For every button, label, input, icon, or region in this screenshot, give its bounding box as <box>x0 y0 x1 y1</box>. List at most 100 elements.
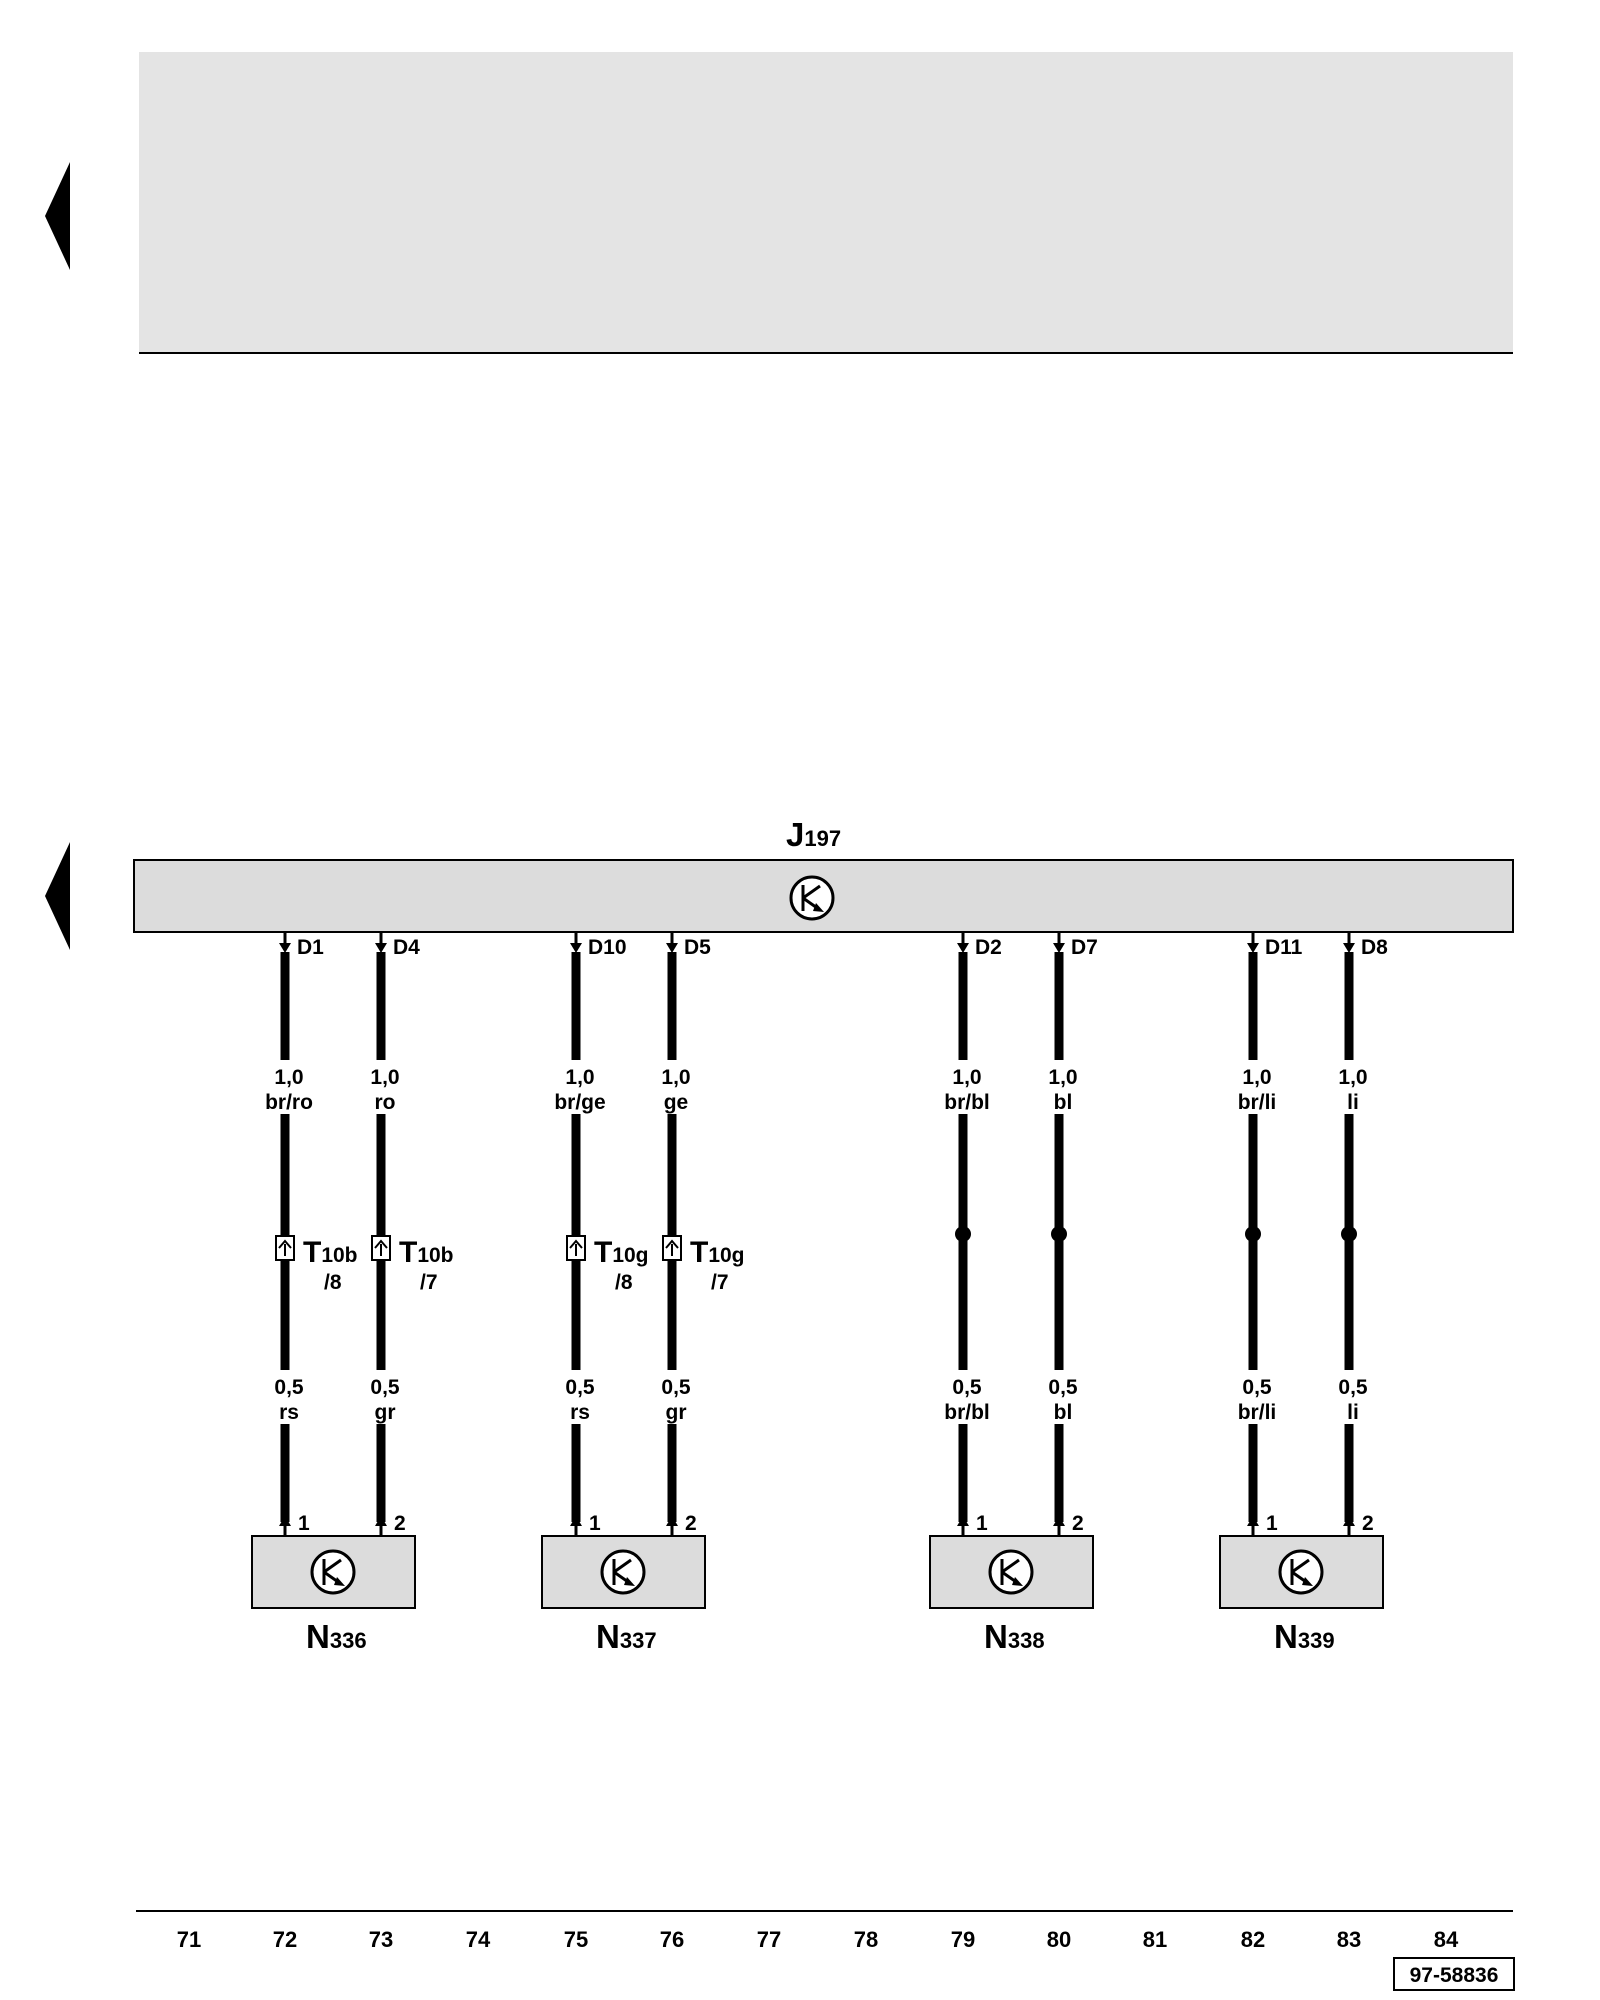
wire-color: br/ro <box>265 1091 313 1114</box>
component-n338: N338 <box>929 1535 1094 1655</box>
track-number: 72 <box>273 1927 297 1952</box>
pin-arrow-icon <box>666 933 678 953</box>
track-number: 75 <box>564 1927 588 1952</box>
wire-color: br/bl <box>944 1401 990 1424</box>
component-n339: N339 <box>1219 1535 1384 1655</box>
electronic-symbol-icon <box>789 875 835 921</box>
wire-size: 1,0 <box>370 1066 399 1089</box>
reference-number: 97-58836 <box>1393 1957 1515 1991</box>
pin-arrow-up-icon <box>570 1516 582 1535</box>
connector-pin-label: /7 <box>711 1271 729 1294</box>
pin-arrow-up-icon <box>1247 1516 1259 1535</box>
wire-size: 0,5 <box>274 1376 304 1399</box>
connector-t10g-8: T10g /8 <box>566 1235 649 1294</box>
control-unit-j197: J197 <box>133 816 1514 933</box>
pin-arrow-icon <box>1247 933 1259 953</box>
track-number: 80 <box>1047 1927 1071 1952</box>
pin-arrow-icon <box>957 933 969 953</box>
pin-arrow-icon <box>570 933 582 953</box>
electronic-symbol-icon <box>988 1549 1034 1595</box>
connector-pin-label: /8 <box>324 1271 342 1294</box>
track-number: 77 <box>757 1927 781 1952</box>
connector-pin-icon <box>566 1235 586 1261</box>
pin-arrow-up-icon <box>279 1516 291 1535</box>
component-label: N338 <box>984 1618 1045 1655</box>
pin-arrow-icon <box>1053 933 1065 953</box>
connector-label: T10g <box>594 1236 649 1269</box>
connector-label: T10b <box>399 1236 454 1269</box>
component-body <box>541 1535 706 1609</box>
wire-color: li <box>1347 1401 1359 1424</box>
wire-size: 0,5 <box>1048 1376 1078 1399</box>
wire-color: bl <box>1054 1091 1073 1114</box>
label-gaps <box>250 1060 1400 1118</box>
component-pin-number: 1 <box>976 1512 988 1535</box>
component-body <box>251 1535 416 1609</box>
wire-size: 1,0 <box>565 1066 594 1089</box>
component-pin-number: 2 <box>394 1512 406 1535</box>
connector-pin-label: /8 <box>615 1271 633 1294</box>
electronic-symbol-icon <box>1278 1549 1324 1595</box>
pin-label: D1 <box>297 936 324 959</box>
connectors: T10b /8 T10b /7 T10g /8 T10g /7 <box>275 1235 745 1294</box>
pin-label: D4 <box>393 936 420 959</box>
header-shaded-area <box>139 52 1513 353</box>
wire-size: 0,5 <box>661 1376 691 1399</box>
component-pin-number: 2 <box>1362 1512 1374 1535</box>
wire-size: 1,0 <box>274 1066 303 1089</box>
wire-color: br/li <box>1238 1401 1277 1424</box>
pin-label: D5 <box>684 936 711 959</box>
track-number: 81 <box>1143 1927 1167 1952</box>
track-number: 71 <box>177 1927 201 1952</box>
wire-size: 1,0 <box>952 1066 981 1089</box>
splice-points <box>955 1226 1357 1242</box>
wire-size: 1,0 <box>1242 1066 1271 1089</box>
pin-label: D8 <box>1361 936 1388 959</box>
control-unit-pins: D1 D4 D10 D5 D2 D7 D11 D8 <box>279 933 1388 959</box>
component-pin-number: 2 <box>685 1512 697 1535</box>
wire-color: ro <box>375 1091 396 1114</box>
pin-label: D2 <box>975 936 1002 959</box>
wire-color: gr <box>375 1401 396 1424</box>
wire-color: gr <box>666 1401 687 1424</box>
wire-size: 1,0 <box>1048 1066 1077 1089</box>
component-n336: N336 <box>251 1535 416 1655</box>
connector-t10b-7: T10b /7 <box>371 1235 454 1294</box>
connector-label: T10g <box>690 1236 745 1269</box>
track-number: 78 <box>854 1927 878 1952</box>
wire-size: 0,5 <box>952 1376 982 1399</box>
pin-arrow-up-icon <box>375 1516 387 1535</box>
splice-dot <box>1051 1226 1067 1242</box>
pin-arrow-icon <box>375 933 387 953</box>
connector-pin-icon <box>275 1235 295 1261</box>
page-nav-marker-top[interactable] <box>45 162 70 270</box>
component-n337: N337 <box>541 1535 706 1655</box>
wires <box>280 952 1354 1522</box>
component-label: N336 <box>306 1618 367 1655</box>
pin-label: D10 <box>588 936 627 959</box>
component-pins: 1 2 1 2 1 2 1 2 <box>279 1512 1374 1535</box>
lower-wire-labels: 0,5 rs 0,5 gr 0,5 rs 0,5 gr 0,5 br/bl 0,… <box>274 1376 1368 1424</box>
pin-arrow-icon <box>1343 933 1355 953</box>
pin-arrow-up-icon <box>957 1516 969 1535</box>
pin-arrow-up-icon <box>1053 1516 1065 1535</box>
lower-label-backgrounds <box>272 1370 1362 1424</box>
component-body <box>1219 1535 1384 1609</box>
connector-t10b-8: T10b /8 <box>275 1235 358 1294</box>
wire-color: br/ge <box>554 1091 605 1114</box>
electronic-symbol-icon <box>310 1549 356 1595</box>
component-pin-number: 1 <box>1266 1512 1278 1535</box>
wire-color: br/li <box>1238 1091 1277 1114</box>
wire-color: li <box>1347 1091 1359 1114</box>
wire-color: bl <box>1054 1401 1073 1424</box>
track-number: 73 <box>369 1927 393 1952</box>
wire-size: 0,5 <box>370 1376 400 1399</box>
connector-t10g-7: T10g /7 <box>662 1235 745 1294</box>
page-nav-marker-bottom[interactable] <box>45 842 70 950</box>
component-pin-number: 2 <box>1072 1512 1084 1535</box>
track-number: 82 <box>1241 1927 1265 1952</box>
splice-dot <box>955 1226 971 1242</box>
pin-arrow-up-icon <box>1343 1516 1355 1535</box>
component-label: N337 <box>596 1618 657 1655</box>
